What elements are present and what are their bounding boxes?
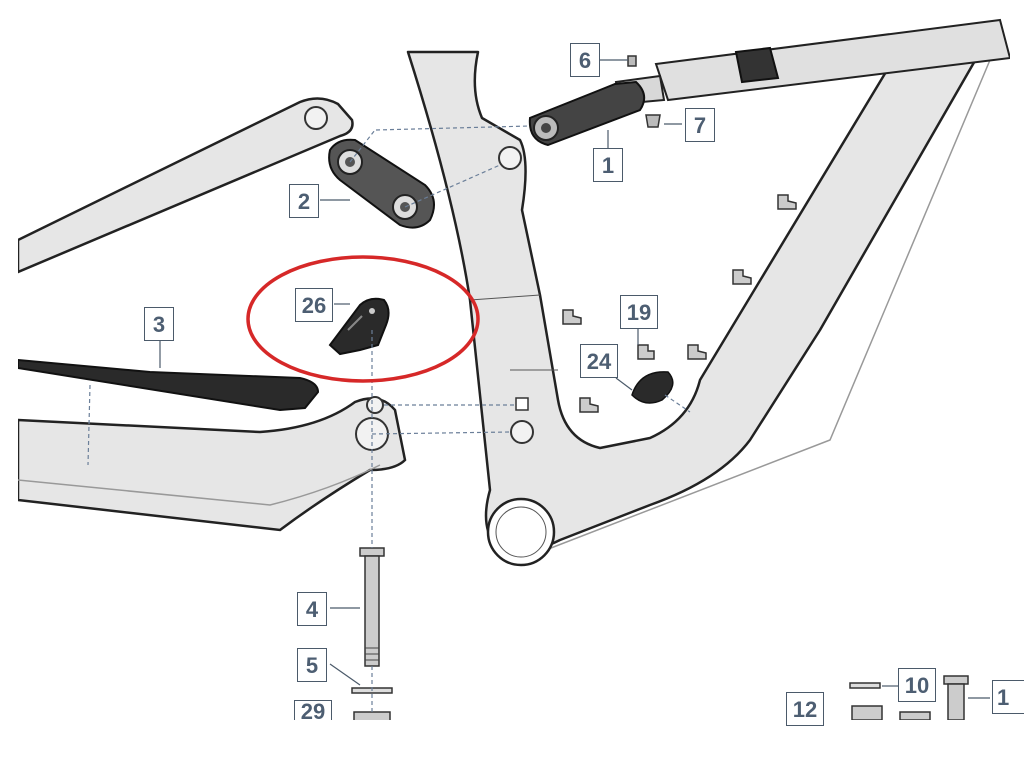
part-label-4: 4 (297, 592, 327, 626)
part-label-19: 19 (620, 295, 658, 329)
leader-lines (87, 125, 691, 712)
chainstay (18, 396, 407, 532)
pivot-axle-part (359, 547, 385, 667)
part-label-1: 1 (593, 148, 623, 182)
highlight-ellipse (246, 255, 480, 383)
diagram-canvas (18, 0, 1010, 720)
part-label-26: 26 (295, 288, 333, 322)
shock-yoke-part (528, 80, 661, 147)
seat-stay (18, 97, 354, 274)
diagram-svg (18, 18, 1010, 720)
hardware-set (849, 675, 969, 720)
frame-pivot-upper (498, 146, 522, 170)
part-label-2: 2 (289, 184, 319, 218)
rocker-link-part (328, 138, 435, 229)
label-pointers (159, 59, 990, 699)
part-label-7: 7 (685, 108, 715, 142)
part-label-12: 12 (786, 692, 824, 726)
part-label-3: 3 (144, 307, 174, 341)
part-label-5: 5 (297, 648, 327, 682)
frame-pivot-lower (510, 420, 534, 444)
part-label-24: 24 (580, 344, 618, 378)
main-frame (406, 50, 991, 567)
part-label-1-partial: 1 (992, 680, 1024, 714)
chainstay-protector-part (18, 358, 320, 412)
chain-guide-part (328, 297, 390, 356)
part-label-10: 10 (898, 668, 936, 702)
part-label-6: 6 (570, 43, 600, 77)
cable-port-part (631, 371, 674, 404)
part-label-29: 29 (294, 700, 332, 720)
